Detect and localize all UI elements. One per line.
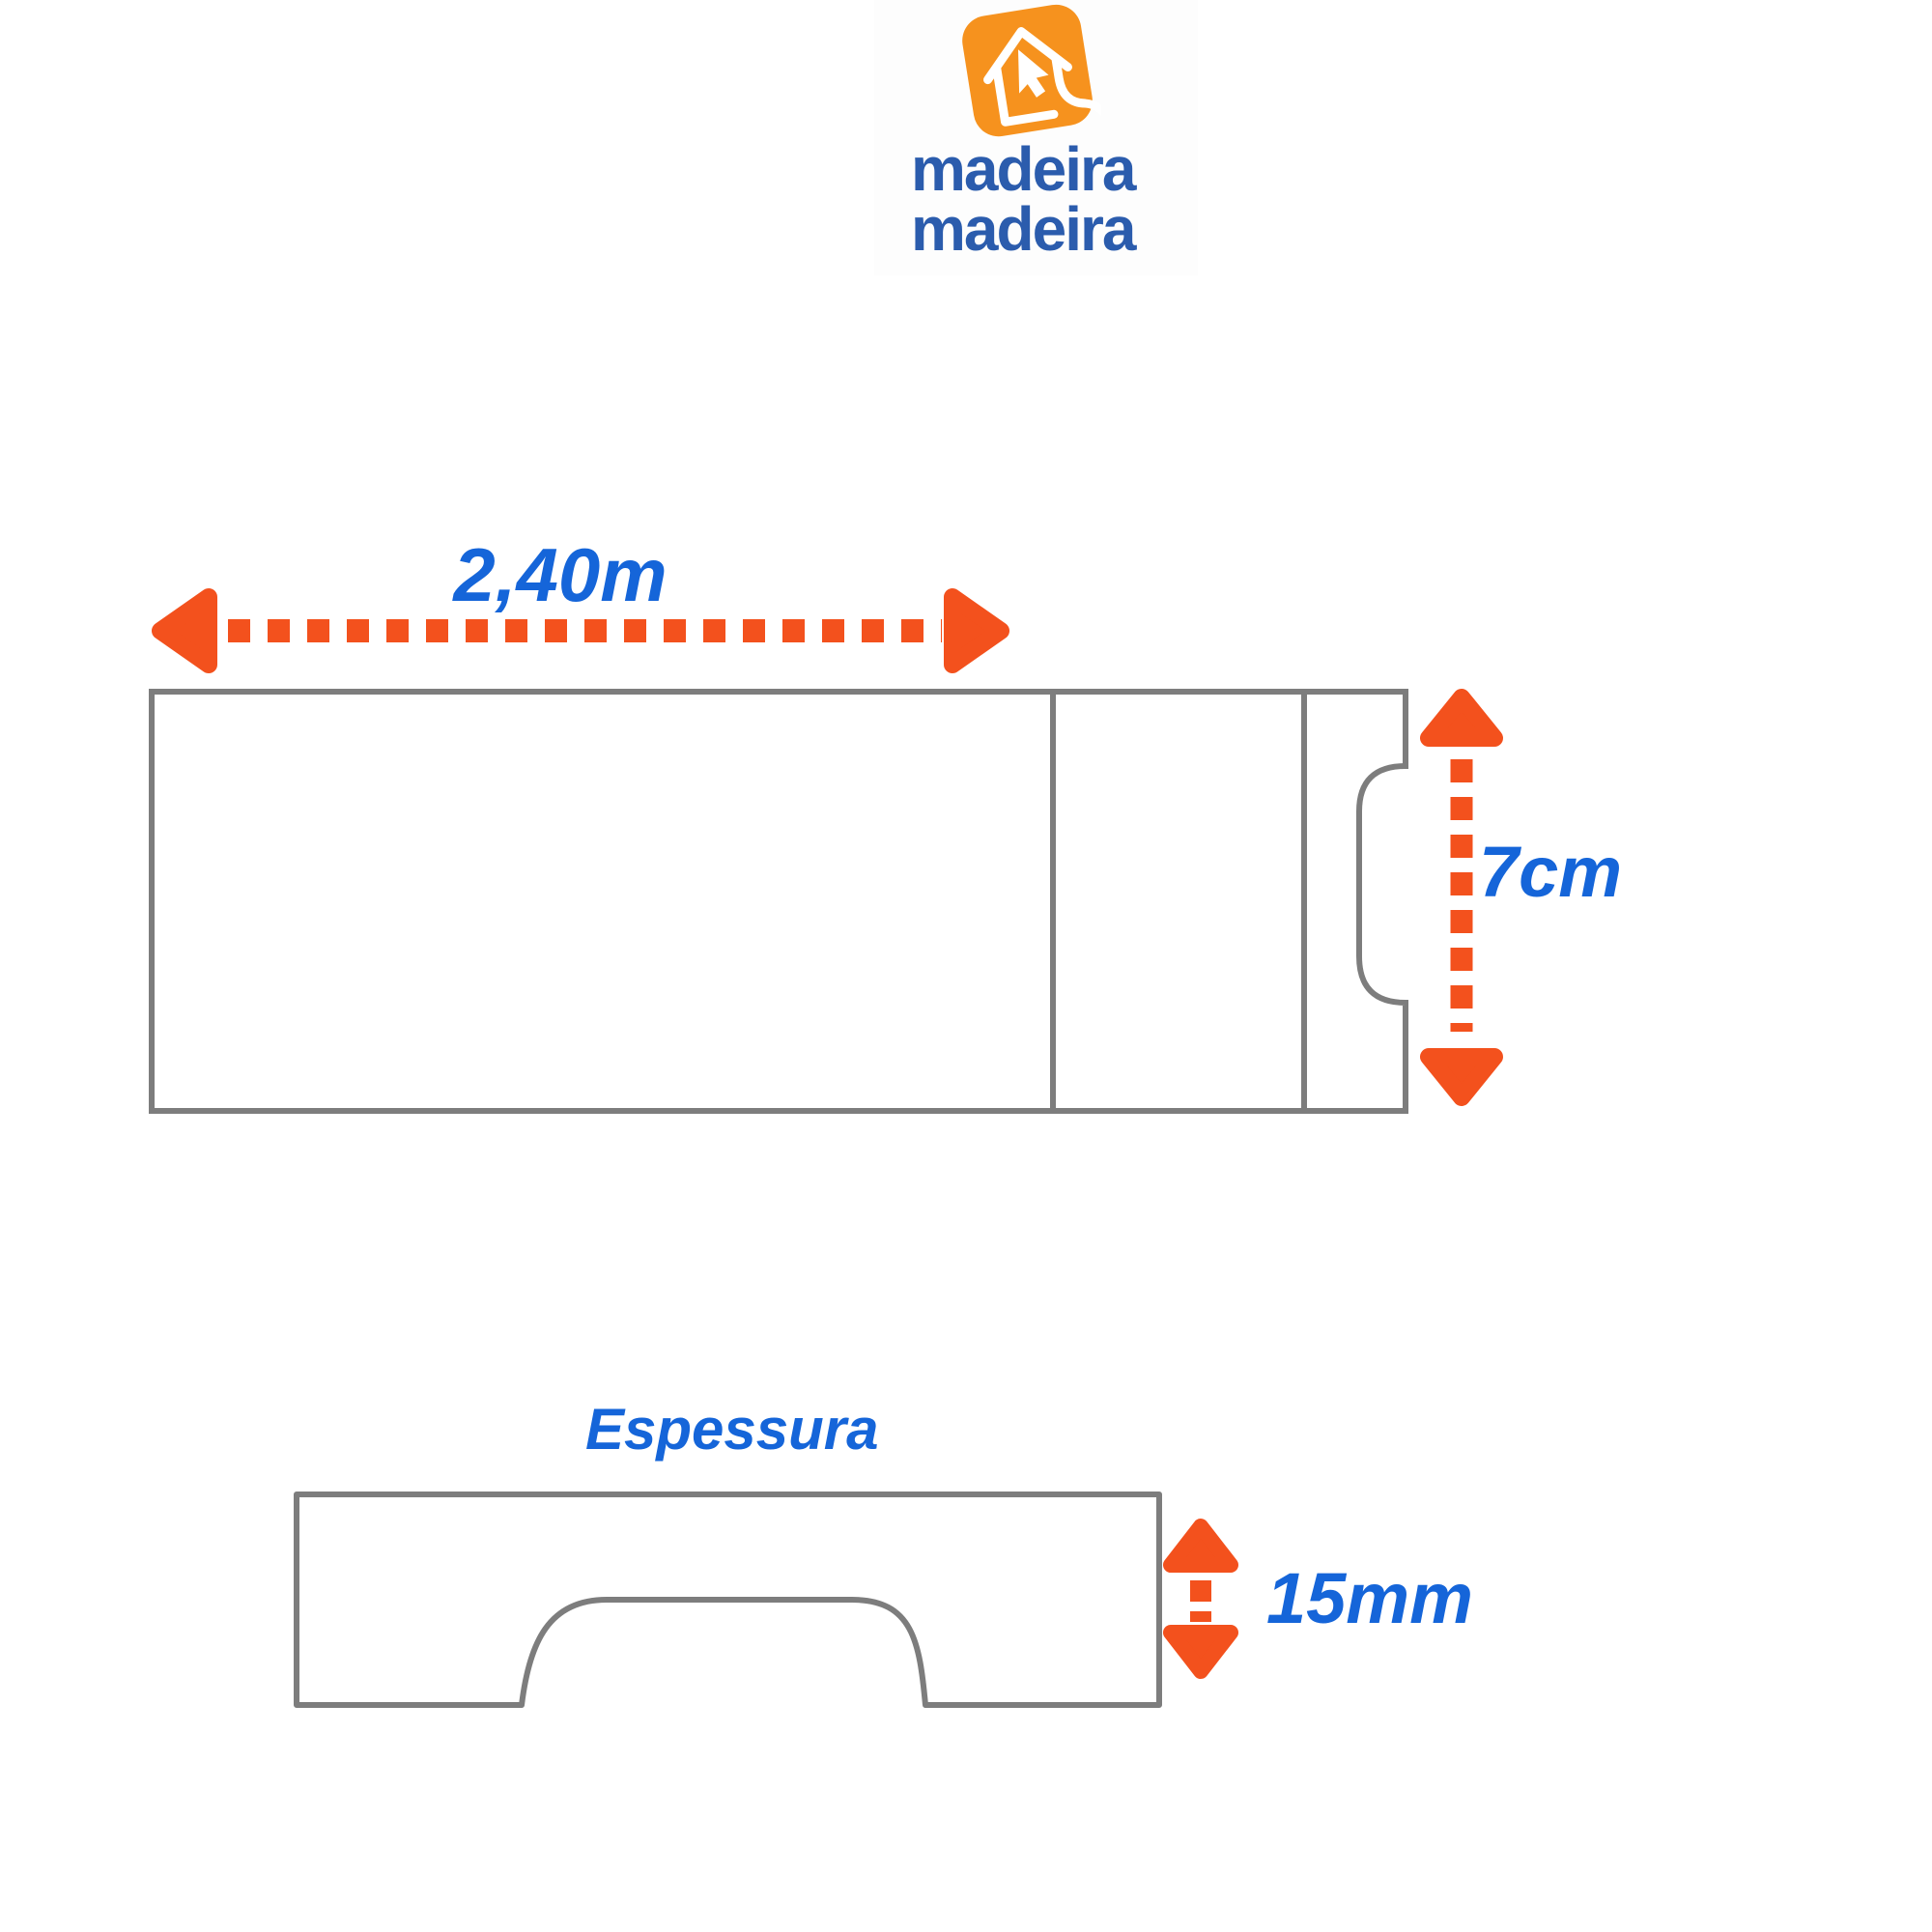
house-cursor-icon xyxy=(962,4,1101,137)
arrow-up-head-icon xyxy=(1420,689,1503,747)
panel-front-view-outline xyxy=(149,689,1408,1114)
thickness-dimension-label: 15mm xyxy=(1266,1558,1473,1638)
height-dimension-arrow xyxy=(1420,689,1503,1106)
arrow-right-head-icon xyxy=(944,588,1009,673)
logo-wordmark-line1: madeira xyxy=(911,134,1136,204)
height-dimension-label: 7cm xyxy=(1478,832,1623,912)
profile-outline-with-arch-cutout xyxy=(294,1492,1162,1708)
cursor-arrow-icon xyxy=(1018,49,1049,98)
house-swoosh-tail xyxy=(1051,53,1101,122)
house-left-wall xyxy=(992,63,1059,127)
thickness-dimension-arrow xyxy=(1163,1519,1238,1679)
panel-outline-with-handle-notch xyxy=(149,689,1408,1114)
arrow-dash-segment xyxy=(1190,1611,1211,1622)
arrow-down-head-icon xyxy=(1420,1048,1503,1106)
arrow-left-head-icon xyxy=(152,588,217,673)
logo-wordmark-line2: madeira xyxy=(911,194,1136,264)
logo-wordmark: madeira madeira xyxy=(911,134,1181,264)
arrow-up-head-icon xyxy=(1163,1519,1238,1573)
thickness-section-title: Espessura xyxy=(585,1397,879,1462)
length-dimension-label: 2,40m xyxy=(453,532,668,617)
panel-thickness-profile-outline xyxy=(294,1492,1162,1708)
length-dimension-arrow xyxy=(152,588,1009,673)
arrow-dash-segment xyxy=(1190,1580,1211,1602)
house-roof xyxy=(983,27,1072,85)
arrow-down-head-icon xyxy=(1163,1625,1238,1679)
madeiramadeira-logo: madeira madeira xyxy=(874,0,1203,280)
